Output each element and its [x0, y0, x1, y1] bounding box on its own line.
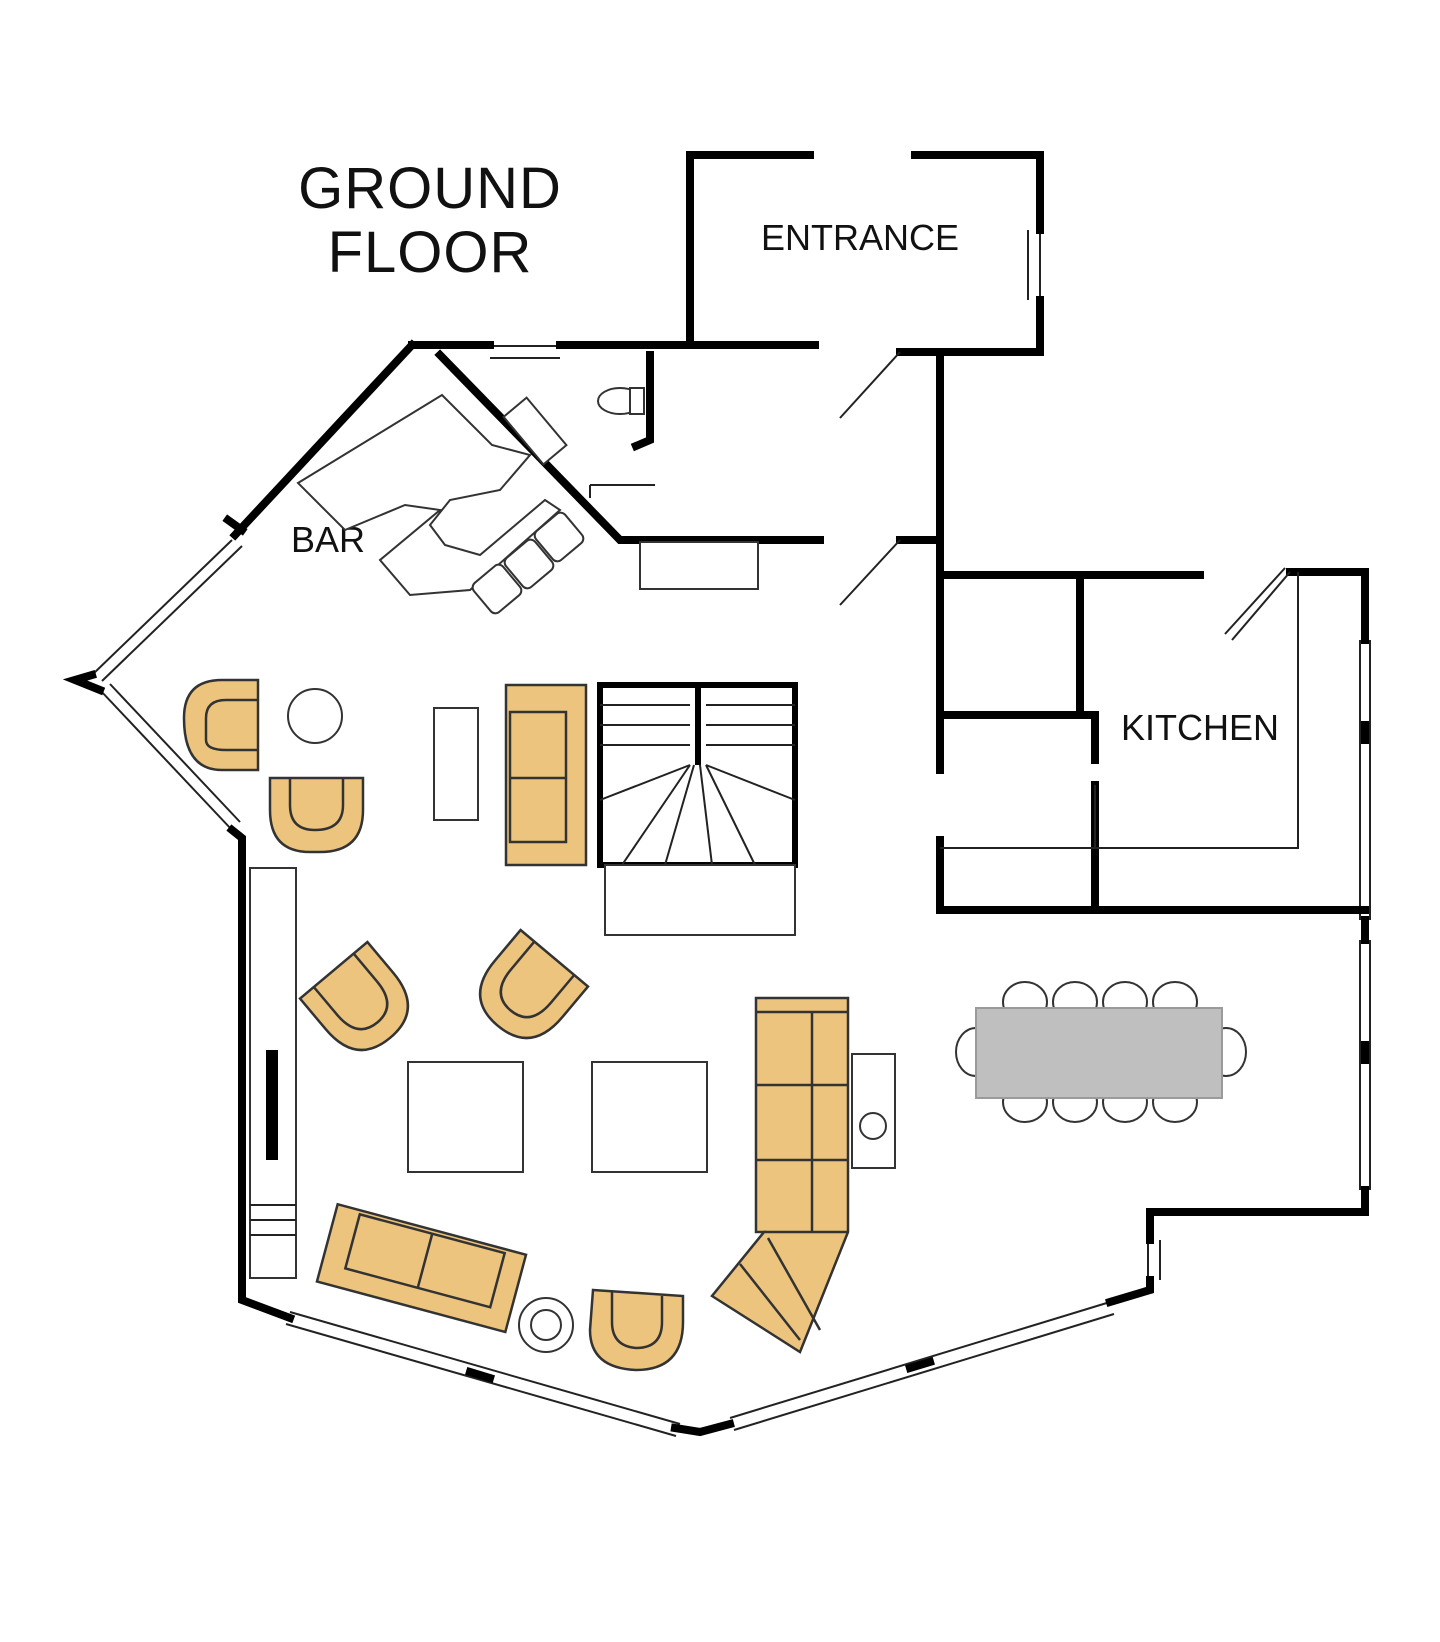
side-table	[851, 1053, 896, 1169]
side-table	[518, 1297, 574, 1353]
side-table	[287, 688, 343, 744]
dining-table	[975, 1007, 1223, 1099]
ottoman	[591, 1061, 708, 1173]
armchair	[478, 928, 590, 1040]
title-line-1: GROUND	[298, 156, 562, 221]
coffee-table	[433, 707, 479, 821]
walls	[62, 151, 1369, 1437]
bar-stool	[471, 563, 523, 615]
sofa	[315, 1202, 528, 1334]
bar-stool	[503, 538, 555, 590]
armchair	[268, 776, 365, 854]
title-line-2: FLOOR	[328, 220, 533, 285]
fireplace-unit	[249, 867, 297, 1279]
armchair	[588, 1288, 685, 1372]
room-label-kitchen: KITCHEN	[1121, 707, 1279, 748]
armchair	[298, 940, 410, 1052]
bar-counter	[296, 393, 759, 615]
ottoman	[407, 1061, 524, 1173]
toilet-icon	[597, 387, 645, 415]
staircase	[597, 682, 798, 936]
bar-stool	[533, 511, 585, 563]
windows	[91, 230, 1371, 1437]
plan-title: GROUND FLOOR	[298, 156, 562, 285]
corner-sofa	[710, 996, 850, 1354]
room-label-entrance: ENTRANCE	[761, 217, 959, 258]
interior-lines	[589, 351, 1299, 849]
sofa	[504, 683, 588, 867]
armchair	[182, 678, 260, 772]
